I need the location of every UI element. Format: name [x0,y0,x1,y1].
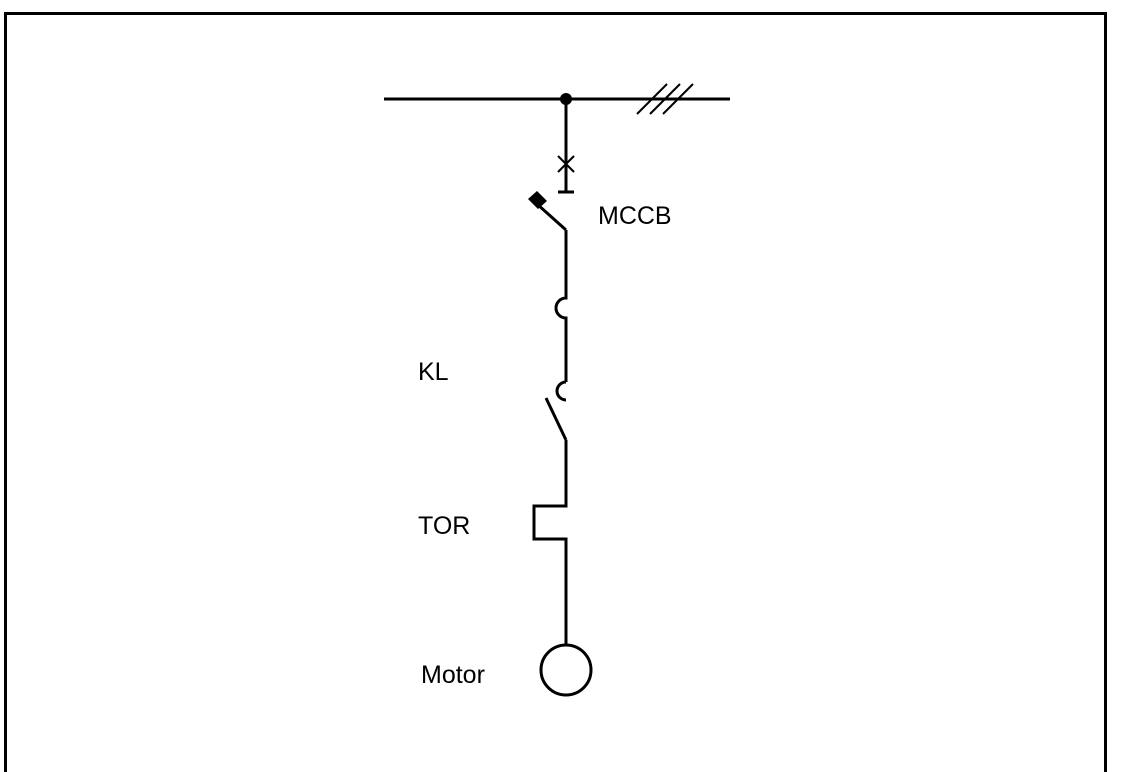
isolator-x-icon [557,155,575,173]
contactor-contact-arc [555,380,567,402]
motor-symbol-icon [539,643,593,697]
mccb-breaker-icon [528,191,568,232]
diagram-frame [4,12,1107,772]
thermal-overload-relay-symbol [532,440,568,645]
contactor-coil-symbol [554,230,568,382]
mccb-label: MCCB [598,202,672,230]
kl-label: KL [418,358,449,386]
tor-label: TOR [418,512,470,540]
schematic: MCCB KL TOR Motor [384,83,730,697]
motor-label: Motor [421,661,485,689]
three-phase-hatch-icon [636,83,694,115]
contactor-switch-blade [544,397,568,441]
